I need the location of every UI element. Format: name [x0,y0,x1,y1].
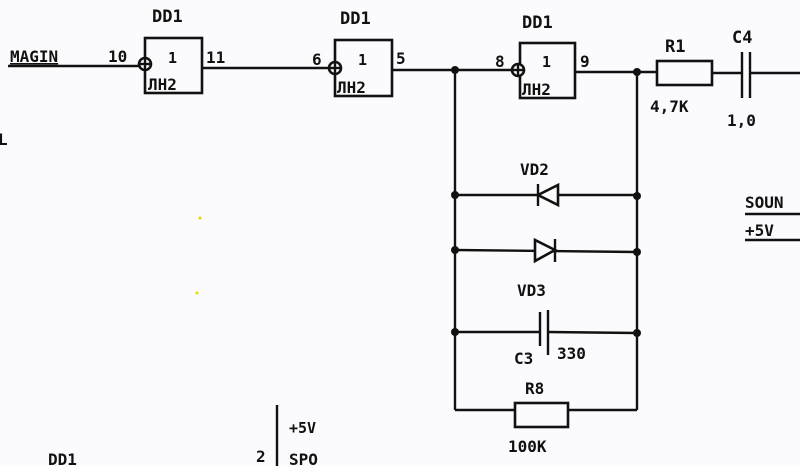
bottom-supply-label: +5V [289,419,316,437]
gates-1-symbol-label: 1 [358,51,367,69]
gates-0-ref-label: DD1 [152,7,183,27]
gates-1-part-label: ЛН2 [337,78,366,97]
bottom-pin-label: 2 [256,447,266,466]
gates-1-ref-label: DD1 [340,9,371,29]
sound-label: SOUN [745,193,784,212]
r1-value-label: 4,7K [650,97,689,116]
vd3-ref-label: VD3 [517,281,546,300]
c3-value-label: 330 [557,344,586,363]
gates-0-part-label: ЛН2 [148,75,177,94]
gates-0-symbol-label: 1 [168,49,177,67]
gates-2-ref-label: DD1 [522,13,553,33]
gates-1-in_pin-label: 6 [312,50,322,69]
gates-2-symbol-label: 1 [542,53,551,71]
inverter-gate-1: DD1 1 ЛН2 10 11 [108,7,225,95]
gates-0-in_pin-label: 10 [108,47,127,66]
resistor-r8: R8 100K [508,379,570,456]
vd2-ref-label: VD2 [520,160,549,179]
bottom-chip-ref-label: DD1 [48,450,77,466]
capacitor-c3: C3 330 [514,310,586,368]
junction-dots [451,66,641,337]
c4-value-label: 1,0 [727,111,756,130]
r8-ref-label: R8 [525,379,544,398]
c4-ref-label: C4 [732,28,752,48]
gates-0-out_pin-label: 11 [206,48,225,67]
bottom-connector: DD1 2 +5V SPO [48,419,318,466]
left-edge-label: L [0,130,8,149]
gates-1-out_pin-label: 5 [396,49,406,68]
inverter-gate-3: DD1 1 ЛН2 8 9 [495,13,590,100]
wires [8,64,800,466]
gates-2-in_pin-label: 8 [495,52,505,71]
input-label-magin: MAGIN [10,47,58,66]
diode-vd3: VD3 [517,237,558,300]
speck [198,216,202,220]
diode-vd2: VD2 [520,160,560,208]
bottom-signal-label: SPO [289,450,318,466]
sound-supply-label: +5V [745,221,774,240]
capacitor-c4: C4 1,0 [727,28,756,130]
gates-2-part-label: ЛН2 [522,80,551,99]
inverter-gate-2: DD1 1 ЛН2 6 5 [312,9,406,98]
r8-value-label: 100K [508,437,547,456]
c3-ref-label: C3 [514,349,533,368]
speck [195,291,199,295]
resistor-r1: R1 4,7K [650,37,714,116]
gates-2-out_pin-label: 9 [580,52,590,71]
r1-ref-label: R1 [665,37,685,57]
